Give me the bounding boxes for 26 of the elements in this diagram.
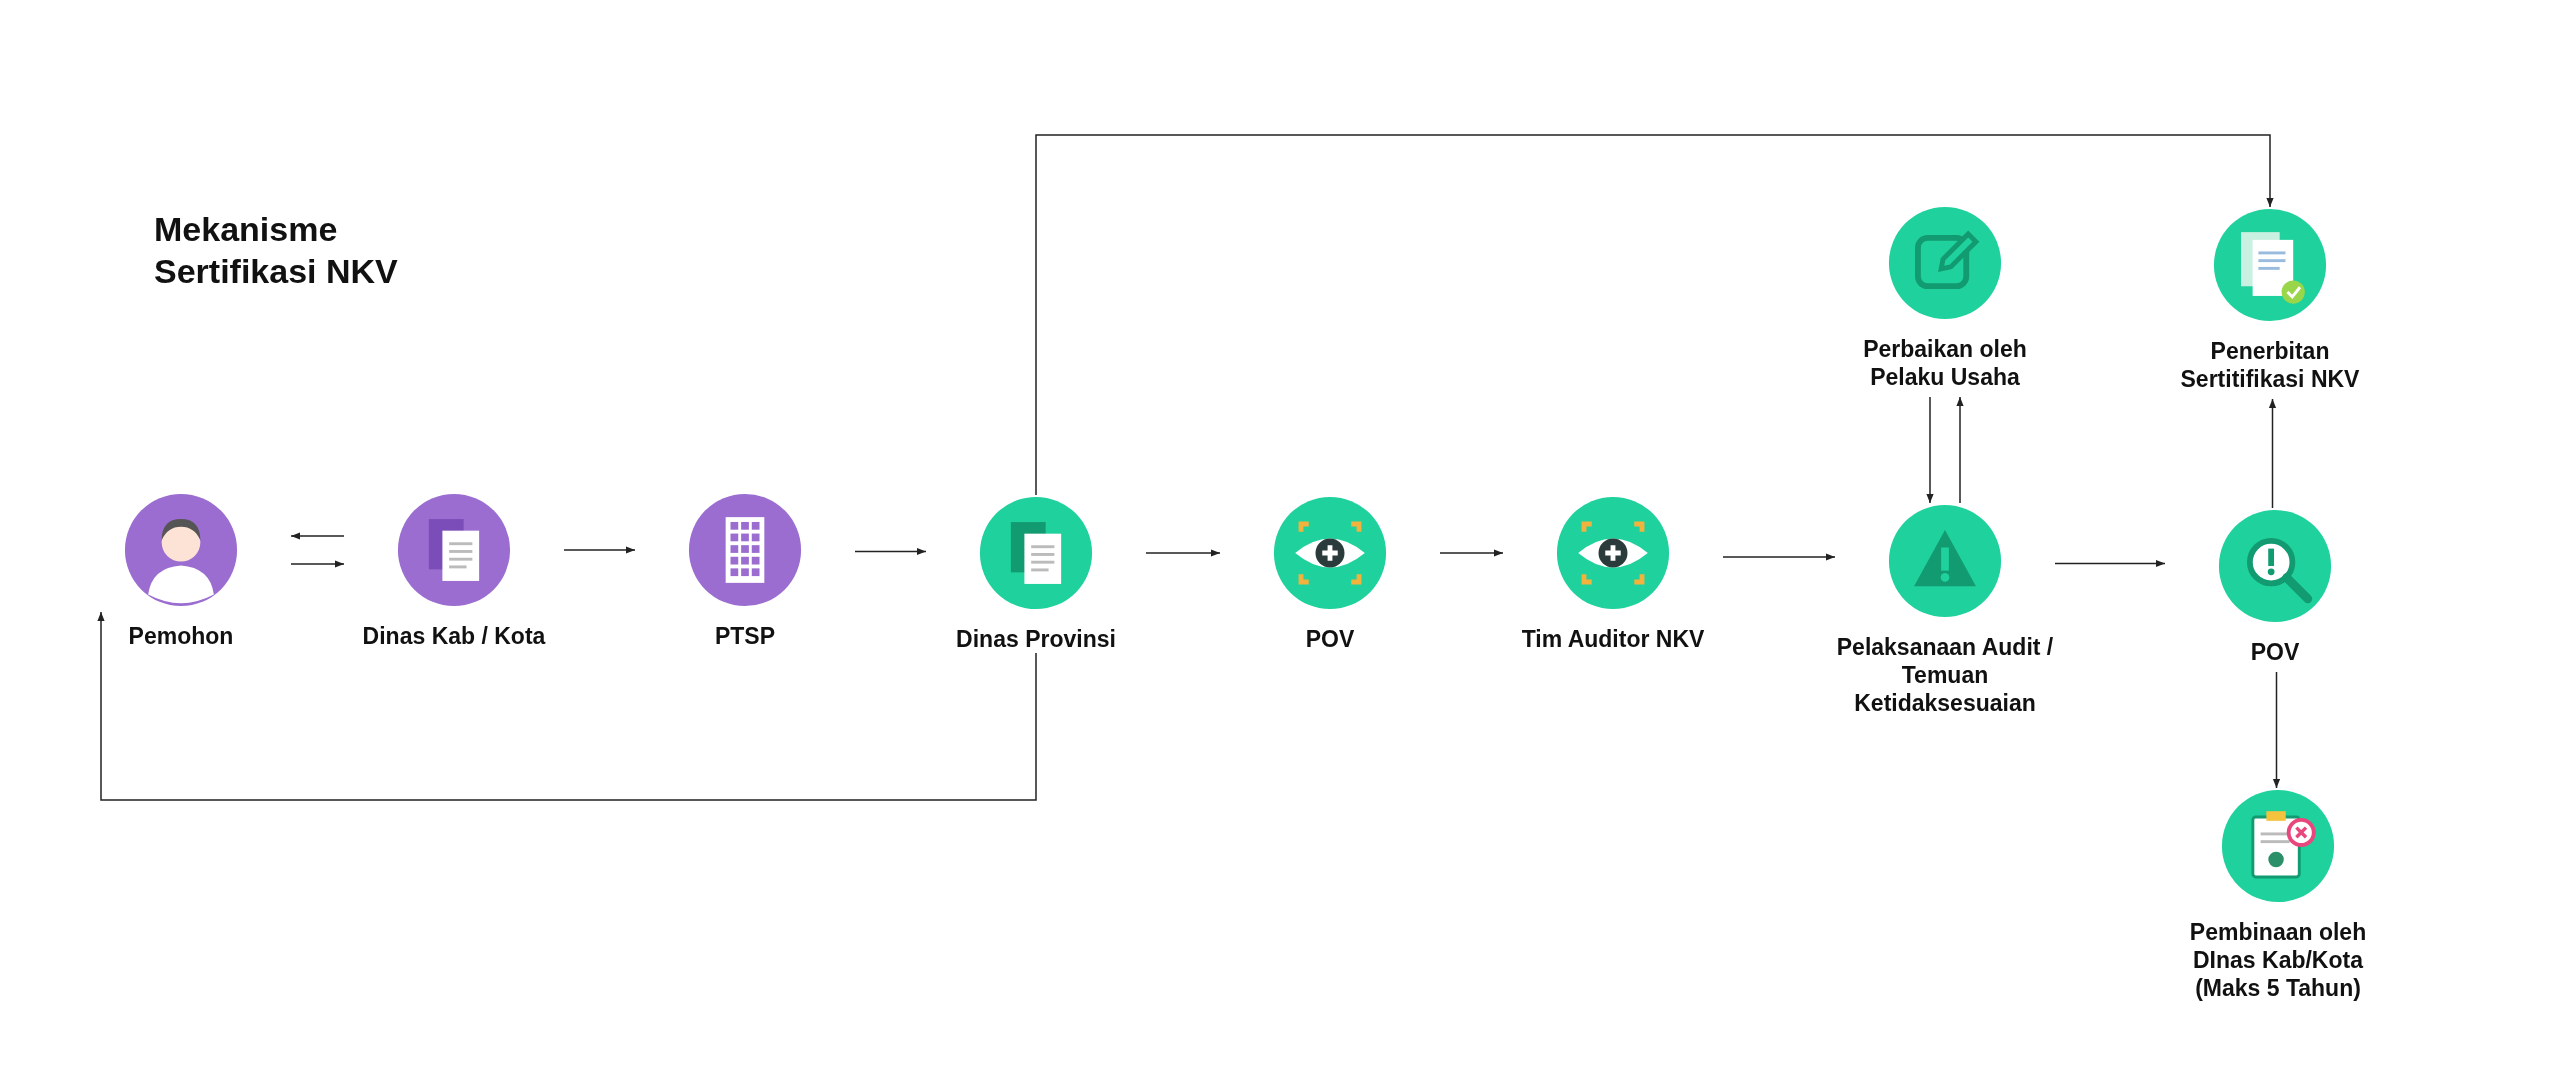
node-label: POV <box>1305 625 1355 653</box>
arrow <box>290 532 345 540</box>
arrow <box>290 560 345 568</box>
node-label: PTSP <box>714 622 776 650</box>
arrow <box>2268 398 2277 509</box>
node-label: Perbaikan oleh Pelaku Usaha <box>1862 335 2028 391</box>
node-label: Pelaksanaan Audit / Temuan Ketidaksesuaian <box>1835 633 2055 717</box>
arrow <box>1035 134 2274 496</box>
node-label: Pembinaan oleh DInas Kab/Kota (Maks 5 Tahun) <box>2188 918 2368 1002</box>
arrow <box>1722 553 1836 561</box>
arrow <box>1956 396 1964 504</box>
arrow <box>2272 671 2281 789</box>
arrow <box>1439 549 1504 557</box>
node-label: Penerbitan Sertitifikasi NKV <box>2179 337 2361 393</box>
node-label: Dinas Kab / Kota <box>362 622 546 650</box>
arrow <box>1926 396 1934 504</box>
node-label: Pemohon <box>128 622 234 650</box>
arrow <box>1145 549 1221 557</box>
arrow <box>97 611 1037 801</box>
arrow <box>854 547 927 556</box>
node-label: Dinas Provinsi <box>956 625 1116 653</box>
arrow <box>2054 559 2166 568</box>
node-label: POV <box>2250 638 2300 666</box>
arrow <box>563 546 636 554</box>
node-label: Tim Auditor NKV <box>1521 625 1705 653</box>
diagram-title: Mekanisme Sertifikasi NKV <box>154 209 399 292</box>
